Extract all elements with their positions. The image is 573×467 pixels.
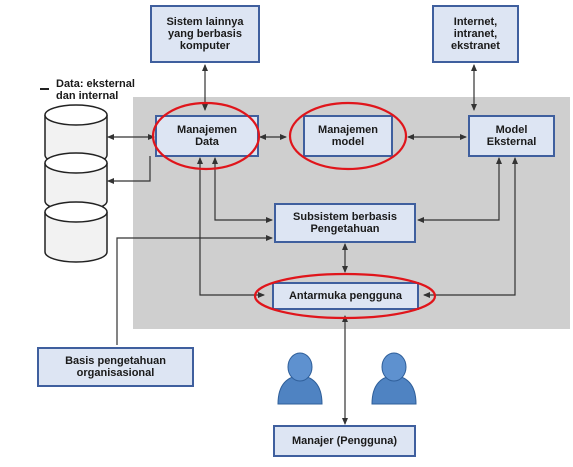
connector-data-ui: [197, 157, 265, 298]
data-management-box: Manajemen Data: [155, 115, 259, 157]
connector-orgkb-knowledge: [116, 235, 273, 345]
database-icon: [44, 201, 108, 263]
model-management-box: Manajemen model: [303, 115, 393, 157]
org-knowledge-base-box: Basis pengetahuan organisasional: [37, 347, 194, 387]
user-icon: [277, 352, 323, 405]
manager-box: Manajer (Pengguna): [273, 425, 416, 457]
connector-external-ui: [423, 157, 518, 298]
internet-box: Internet, intranet, ekstranet: [432, 5, 519, 63]
other-systems-box: Sistem lainnya yang berbasis komputer: [150, 5, 260, 63]
database-icon: [44, 152, 108, 212]
user-icon-group: [277, 352, 417, 405]
database-icon-group: [44, 104, 108, 263]
external-data-label: Data: eksternal dan internal: [56, 78, 135, 102]
connector-data-knowledge: [212, 157, 273, 223]
external-data-dash: [40, 88, 49, 90]
external-model-box: Model Eksternal: [468, 115, 555, 157]
user-icon: [371, 352, 417, 405]
user-interface-box: Antarmuka pengguna: [272, 282, 419, 310]
connector-external-knowledge: [417, 157, 502, 223]
connector-db2-data: [107, 156, 151, 184]
knowledge-subsystem-box: Subsistem berbasis Pengetahuan: [274, 203, 416, 243]
